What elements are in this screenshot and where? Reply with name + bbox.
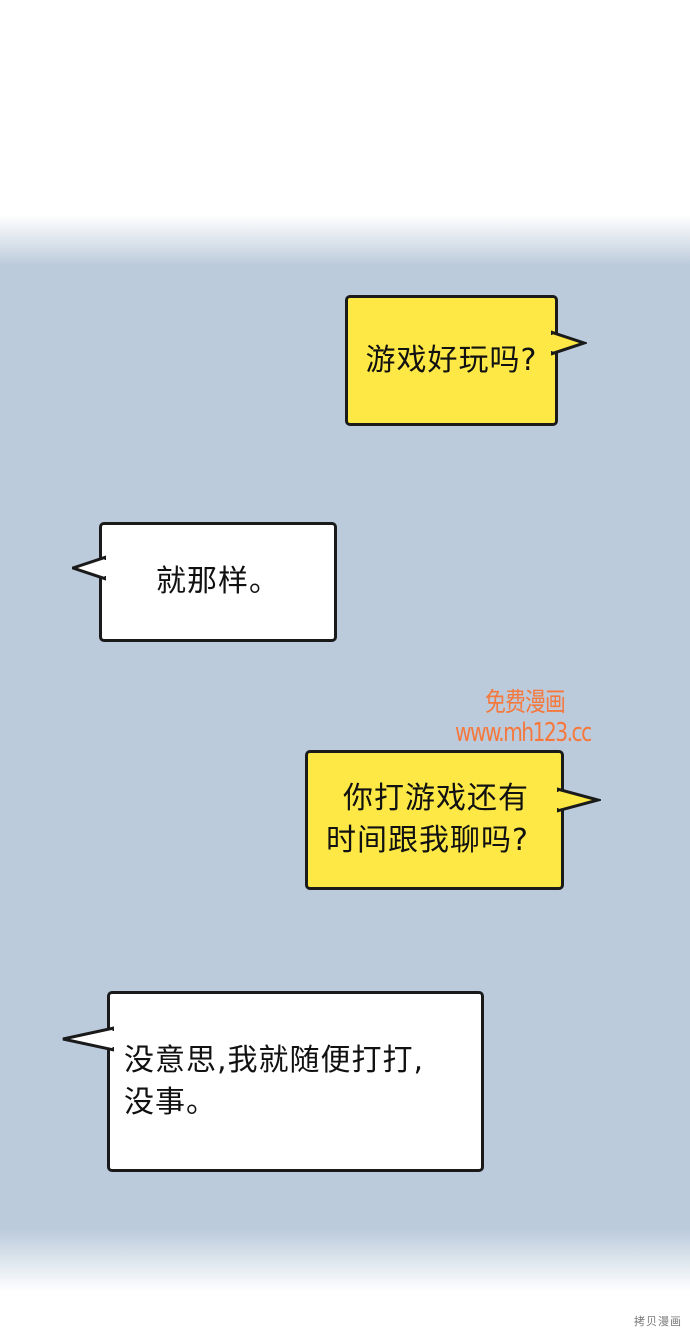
speech-bubble-reply-boring: 没意思,我就随便打打, 没事。 — [62, 991, 484, 1172]
corner-watermark: 拷贝漫画 — [634, 1315, 682, 1328]
bubble-text: 游戏好玩吗? — [365, 342, 538, 378]
bubble-text: 你打游戏还有 时间跟我聊吗? — [326, 781, 529, 858]
watermark-url: www.mh123.cc — [455, 718, 592, 748]
bubble-tail-left — [72, 555, 106, 581]
watermark: 免费漫画 www.mh123.cc — [455, 688, 595, 748]
bubble-text: 就那样。 — [156, 564, 280, 599]
speech-bubble-question-time: 你打游戏还有 时间跟我聊吗? — [305, 750, 601, 890]
bubble-tail-left — [62, 1026, 114, 1052]
watermark-title: 免费漫画 — [484, 688, 566, 718]
speech-bubble-question-game: 游戏好玩吗? — [345, 295, 587, 426]
bubble-tail-right — [557, 787, 601, 813]
speech-bubble-reply-so-so: 就那样。 — [72, 522, 337, 642]
bubble-text: 没意思,我就随便打打, 没事。 — [124, 1042, 425, 1120]
bubble-tail-right — [551, 330, 587, 356]
